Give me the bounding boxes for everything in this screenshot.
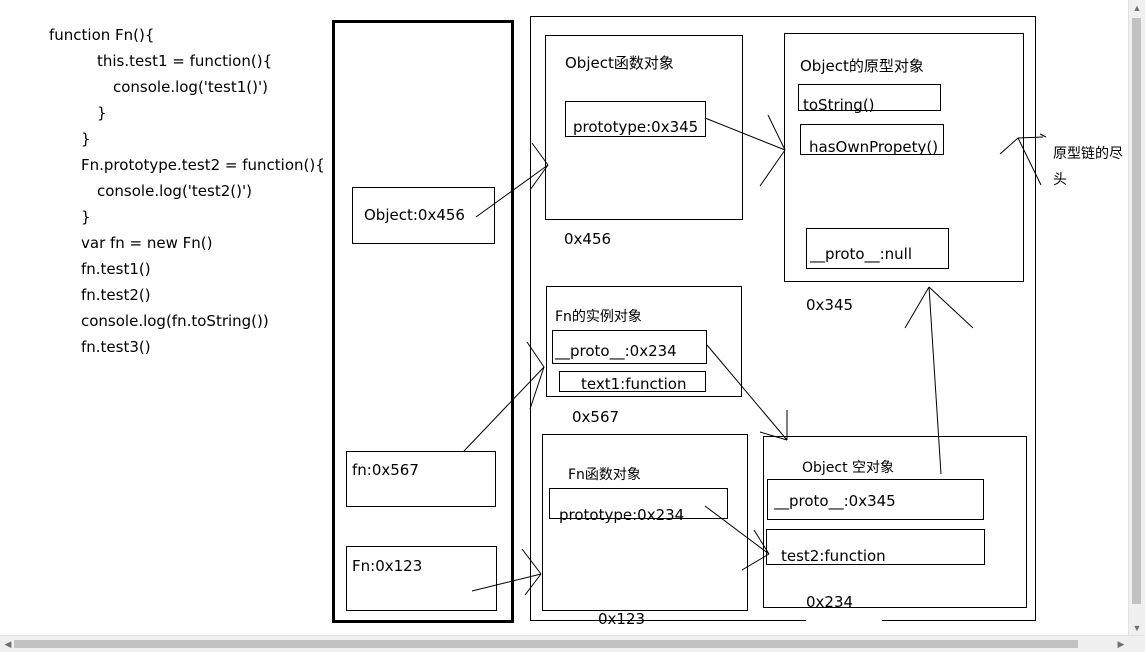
fn-func-address: 0x123 [598,610,646,628]
object-proto-tostring: toString() [803,96,875,114]
address-backing [806,609,882,623]
code-line: } [81,130,91,148]
code-line: console.log('test2()') [97,182,252,200]
object-func-title: Object函数对象 [565,54,674,72]
object-func-address: 0x456 [564,230,612,248]
chain-end-note: 原型链的尽 [1053,146,1123,162]
chain-end-note-line2: 头 [1053,172,1067,188]
code-line: console.log(fn.toString()) [81,312,269,330]
stack-area [332,20,514,623]
code-line: var fn = new Fn() [81,234,213,252]
horizontal-scroll-thumb[interactable] [14,640,1078,648]
empty-obj-address: 0x234 [806,593,854,611]
fn-instance-box [546,286,742,397]
code-line: this.test1 = function(){ [97,52,273,70]
stack-fn-var [346,451,496,507]
object-proto-title: Object的原型对象 [800,57,924,75]
empty-obj-proto: __proto__:0x345 [774,492,896,510]
code-line: console.log('test1()') [113,78,268,96]
object-proto-address: 0x345 [806,296,854,314]
scroll-left-icon[interactable]: ◀ [4,639,12,649]
fn-instance-proto: __proto__:0x234 [555,342,677,360]
fn-instance-address: 0x567 [572,408,620,426]
object-proto-hasown-box [800,124,944,155]
code-line: function Fn(){ [49,26,155,44]
empty-obj-test2: test2:function [781,547,886,565]
fn-instance-test1: text1:function [581,375,687,393]
heap-area [530,16,1036,621]
horizontal-scrollbar[interactable]: ◀ ▶ [0,635,1145,652]
vertical-scroll-thumb[interactable] [1132,18,1141,604]
code-line: fn.test1() [81,260,151,278]
fn-func-prototype: prototype:0x234 [559,506,685,524]
stack-fn-var-label: fn:0x567 [352,461,419,479]
scroll-right-icon[interactable]: ▶ [1117,639,1125,649]
object-proto-hasown: hasOwnPropety() [809,138,939,156]
fn-instance-test1-box [559,371,706,392]
code-line: fn.test3() [81,338,151,356]
code-line: } [97,104,107,122]
object-func-prototype: prototype:0x345 [573,118,699,136]
code-line: fn.test2() [81,286,151,304]
code-line: } [81,208,91,226]
fn-func-title: Fn函数对象 [568,467,641,483]
object-proto-null: __proto__:null [810,245,912,263]
stack-Fn-var-label: Fn:0x123 [352,557,423,575]
code-line: Fn.prototype.test2 = function(){ [81,156,325,174]
object-proto-null-box [806,228,949,269]
scroll-up-icon[interactable]: ▲ [1132,3,1142,13]
stack-Fn-var [346,546,497,611]
empty-obj-proto-box [767,479,984,520]
fn-instance-title: Fn的实例对象 [555,309,642,325]
scroll-down-icon[interactable]: ▼ [1132,623,1142,633]
object-proto-tostring-box [798,84,941,111]
fn-instance-proto-box [552,330,707,364]
stack-object-var-label: Object:0x456 [364,206,465,224]
fn-func-prototype-box [549,488,728,519]
vertical-scrollbar[interactable]: ▲ ▼ [1128,0,1145,636]
empty-obj-title: Object 空对象 [802,460,895,476]
